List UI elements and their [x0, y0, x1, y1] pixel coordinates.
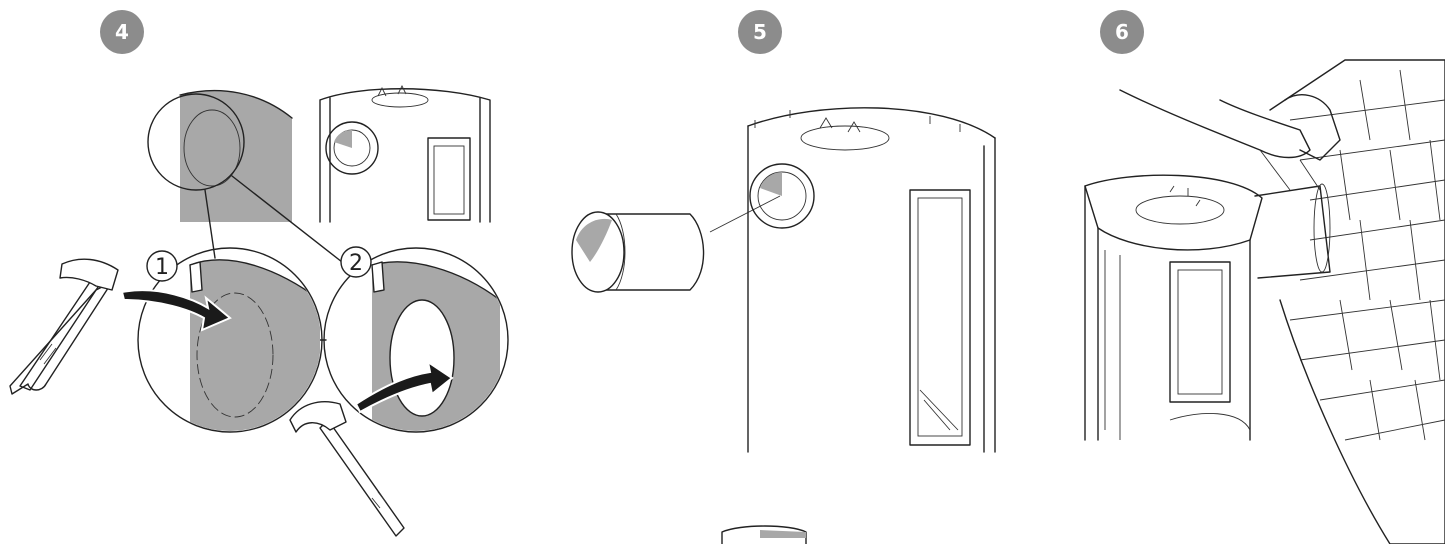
stove-body	[747, 107, 996, 453]
knockout-outline	[183, 109, 241, 187]
hand-icon	[1119, 89, 1341, 191]
flue-pipe-connected	[1254, 185, 1331, 279]
hammer-icon	[9, 258, 119, 395]
magnifier-circle-icon	[147, 93, 245, 191]
step-5-illustration	[571, 107, 996, 544]
arrow-icon	[354, 359, 454, 414]
hammer-icon	[289, 401, 405, 537]
brick-wall-icon	[1269, 59, 1445, 544]
callout-2-label: 2	[349, 251, 363, 276]
stove-body-installed	[1084, 174, 1263, 441]
step-badge-6: 6	[1100, 10, 1144, 54]
callout-1	[146, 250, 178, 282]
step-badge-5: 5	[738, 10, 782, 54]
step-6-illustration	[1084, 59, 1445, 544]
detail-circle-1: 1	[137, 247, 323, 433]
side-panel	[180, 90, 292, 222]
cylinder-part	[721, 525, 807, 544]
arrow-icon	[120, 289, 232, 332]
step-badge-4: 4	[100, 10, 144, 54]
callout-1-label: 1	[155, 255, 169, 280]
flue-pipe	[571, 195, 781, 293]
step-4-illustration: 1 2	[9, 84, 509, 537]
detail-circle-2: 2	[323, 246, 509, 433]
callout-2	[340, 246, 372, 278]
stove-body-small	[319, 84, 491, 223]
